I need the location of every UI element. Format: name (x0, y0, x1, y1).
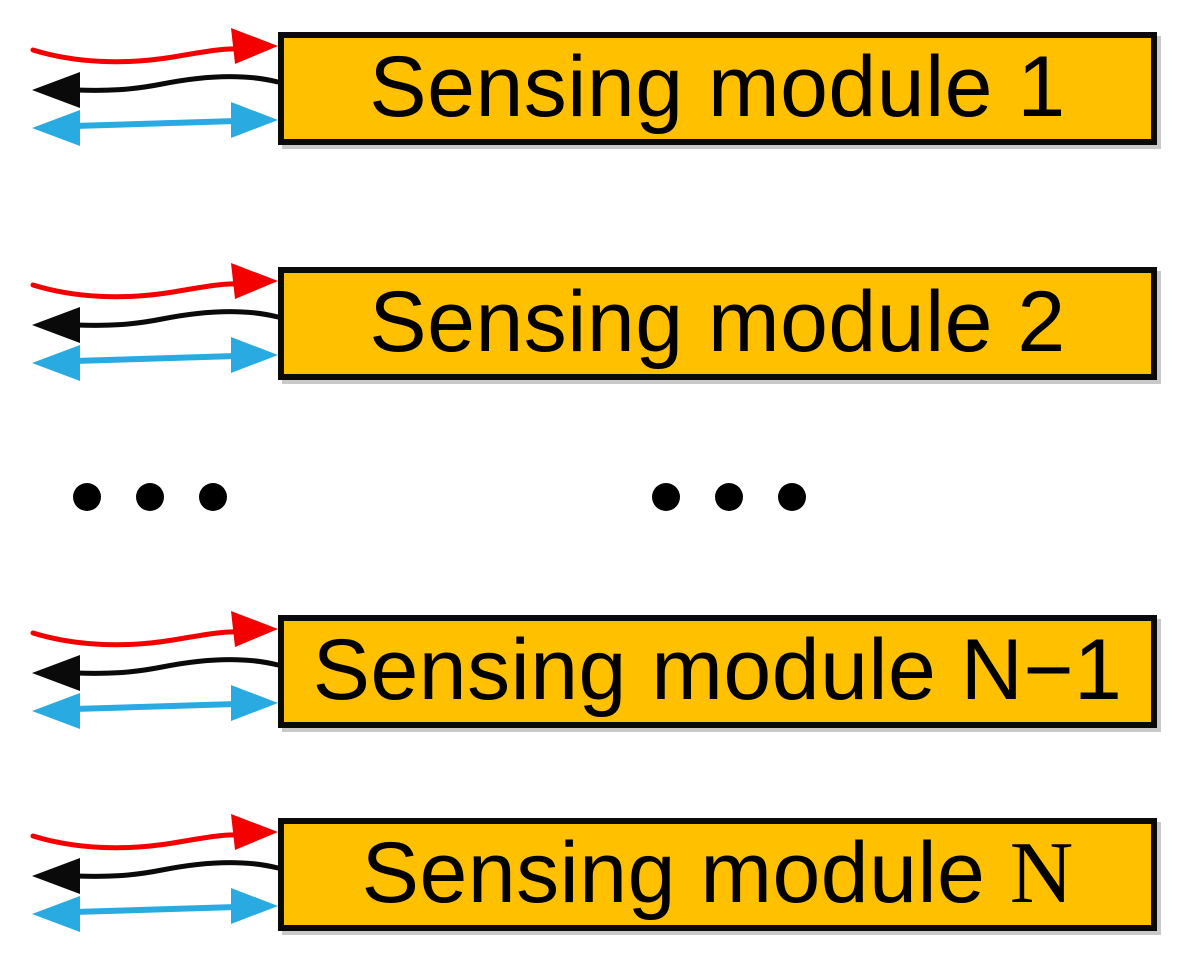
red-input-arrow (30, 611, 278, 648)
ellipsis-left (73, 483, 227, 511)
ellipsis-dot (652, 483, 680, 511)
blue-arrowhead-left (32, 110, 80, 146)
sensing-module-2-box: Sensing module 2 (278, 267, 1157, 380)
black-output-arrow (32, 307, 281, 343)
blue-arrowhead-right (231, 337, 278, 373)
blue-bidirectional-arrow (32, 102, 278, 146)
blue-bidirectional-arrow (32, 888, 278, 932)
ellipsis-dot (715, 483, 743, 511)
sensing-module-n-1-box: Sensing module N−1 (278, 615, 1157, 728)
red-arrow-line (30, 281, 241, 300)
blue-arrowhead-right (231, 102, 278, 138)
black-arrowhead-left (32, 307, 80, 343)
module-row-2: Sensing module 2 (30, 261, 1157, 385)
blue-arrow-line (71, 701, 239, 712)
module-row-n-1: Sensing module N−1 (30, 609, 1157, 733)
blue-arrowhead-left (32, 345, 80, 381)
red-arrowhead-right (231, 611, 278, 647)
sensing-module-n-1-label: Sensing module N−1 (312, 622, 1123, 718)
black-arrow-line (73, 860, 281, 879)
red-arrowhead-right (231, 814, 278, 850)
blue-arrowhead-right (231, 685, 278, 721)
sensing-module-n-box: Sensing module N (278, 818, 1157, 931)
red-arrow-line (30, 629, 241, 648)
red-input-arrow (30, 263, 278, 300)
black-output-arrow (32, 858, 281, 894)
black-arrowhead-left (32, 72, 80, 108)
blue-arrow-line (71, 118, 239, 129)
red-input-arrow (30, 28, 278, 65)
module-n-arrows (30, 814, 281, 932)
module-row-n: Sensing module N (30, 812, 1157, 936)
blue-bidirectional-arrow (32, 337, 278, 381)
ellipsis-dot (778, 483, 806, 511)
blue-arrowhead-right (231, 888, 278, 924)
black-arrowhead-left (32, 858, 80, 894)
module-1-arrows (30, 28, 281, 146)
ellipsis-dot (136, 483, 164, 511)
module-2-arrows (30, 263, 281, 381)
red-arrowhead-right (231, 263, 278, 299)
sensing-module-2-label: Sensing module 2 (369, 274, 1066, 370)
ellipsis-right (652, 483, 806, 511)
black-arrow-line (73, 657, 281, 676)
sensing-module-1-label: Sensing module 1 (369, 39, 1066, 135)
black-output-arrow (32, 72, 281, 108)
blue-arrow-line (71, 904, 239, 915)
black-arrow-line (73, 74, 281, 93)
ellipsis-dot (73, 483, 101, 511)
module-row-1: Sensing module 1 (30, 26, 1157, 150)
black-arrowhead-left (32, 655, 80, 691)
module-n-1-arrows (30, 611, 281, 729)
blue-arrow-line (71, 353, 239, 364)
black-arrow-line (73, 309, 281, 328)
red-input-arrow (30, 814, 278, 851)
blue-bidirectional-arrow (32, 685, 278, 729)
ellipsis-dot (199, 483, 227, 511)
red-arrow-line (30, 46, 241, 65)
black-output-arrow (32, 655, 281, 691)
sensing-module-n-label-serif: N (1009, 825, 1074, 922)
blue-arrowhead-left (32, 693, 80, 729)
red-arrow-line (30, 832, 241, 851)
blue-arrowhead-left (32, 896, 80, 932)
sensing-module-1-box: Sensing module 1 (278, 32, 1157, 145)
red-arrowhead-right (231, 28, 278, 64)
sensing-module-n-label: Sensing module (361, 825, 1010, 921)
